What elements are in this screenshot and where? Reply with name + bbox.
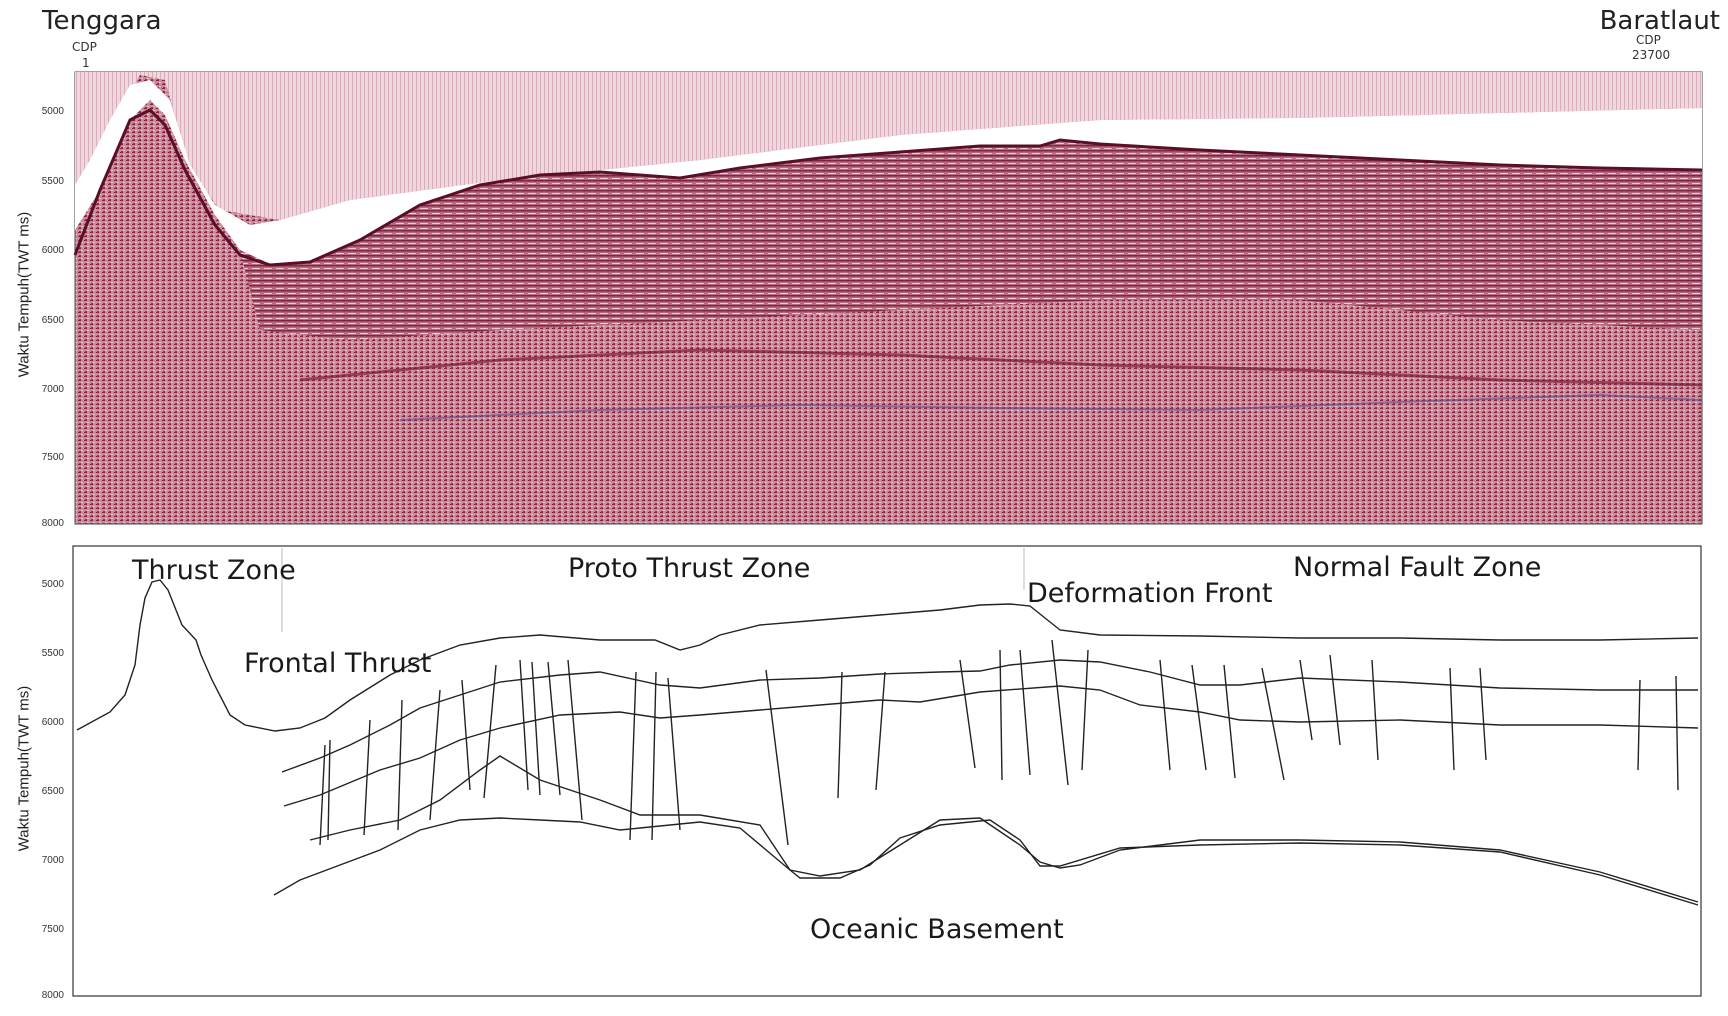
interp-tick-8000: 8000 xyxy=(24,990,64,1001)
interp-tick-5500: 5500 xyxy=(24,648,64,659)
interp-y-axis-label: Waktu Tempuh(TWT ms) xyxy=(16,679,33,859)
interp-tick-5000: 5000 xyxy=(24,579,64,590)
deformation-front-label: Deformation Front xyxy=(1027,578,1273,609)
normal-fault-zone-label: Normal Fault Zone xyxy=(1293,552,1541,583)
proto-thrust-zone-label: Proto Thrust Zone xyxy=(568,553,810,584)
frontal-thrust-label: Frontal Thrust xyxy=(244,648,431,679)
oceanic-basement-label: Oceanic Basement xyxy=(810,914,1064,945)
interp-tick-7500: 7500 xyxy=(24,924,64,935)
thrust-zone-label: Thrust Zone xyxy=(132,555,296,586)
